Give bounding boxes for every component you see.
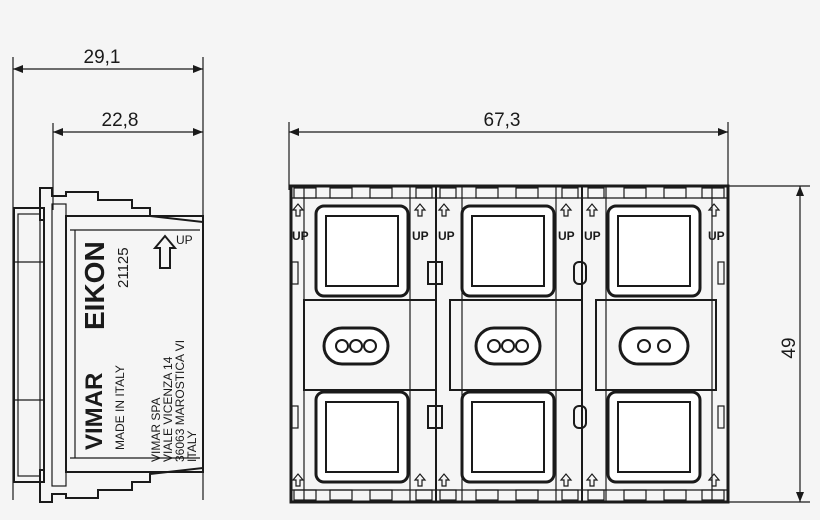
dimension-49-label: 49: [779, 337, 800, 358]
front-dimension-height: 49: [728, 185, 810, 503]
up-label-6: UP: [708, 229, 725, 243]
module-1: [303, 204, 437, 484]
product-code-label: 21125: [115, 247, 132, 288]
made-in-italy-label: MADE IN ITALY: [113, 365, 127, 450]
up-label-2: UP: [412, 229, 429, 243]
dimension-29-1-label: 29,1: [84, 47, 121, 68]
up-label-3: UP: [438, 229, 455, 243]
dimension-22-8-label: 22,8: [102, 110, 139, 131]
front-view-module: UP UP UP UP UP UP: [289, 184, 730, 504]
side-up-label: UP: [176, 233, 193, 247]
dimension-67-3-label: 67,3: [484, 110, 521, 131]
address-line-4: ITALY: [185, 430, 199, 462]
address-line-1: VIMAR SPA: [149, 398, 163, 462]
up-arrow-icons: [291, 203, 721, 487]
address-line-2: VIALE VICENZA 14: [161, 356, 175, 462]
up-label-4: UP: [558, 229, 575, 243]
side-view-module: UP EIKON 21125 VIMAR MADE IN ITALY VIMAR…: [13, 187, 204, 503]
led-indicator-icon: [335, 339, 349, 353]
up-label-5: UP: [584, 229, 601, 243]
side-dimension-body: 22,8: [52, 110, 203, 210]
eikon-brand-label: EIKON: [79, 241, 110, 330]
vimar-brand-label: VIMAR: [81, 373, 108, 450]
up-label-1: UP: [292, 229, 309, 243]
module-2: [449, 204, 583, 484]
module-3: [595, 204, 717, 484]
front-dimension-width: 67,3: [288, 110, 729, 190]
address-line-3: 36063 MAROSTICA VI: [173, 340, 187, 462]
